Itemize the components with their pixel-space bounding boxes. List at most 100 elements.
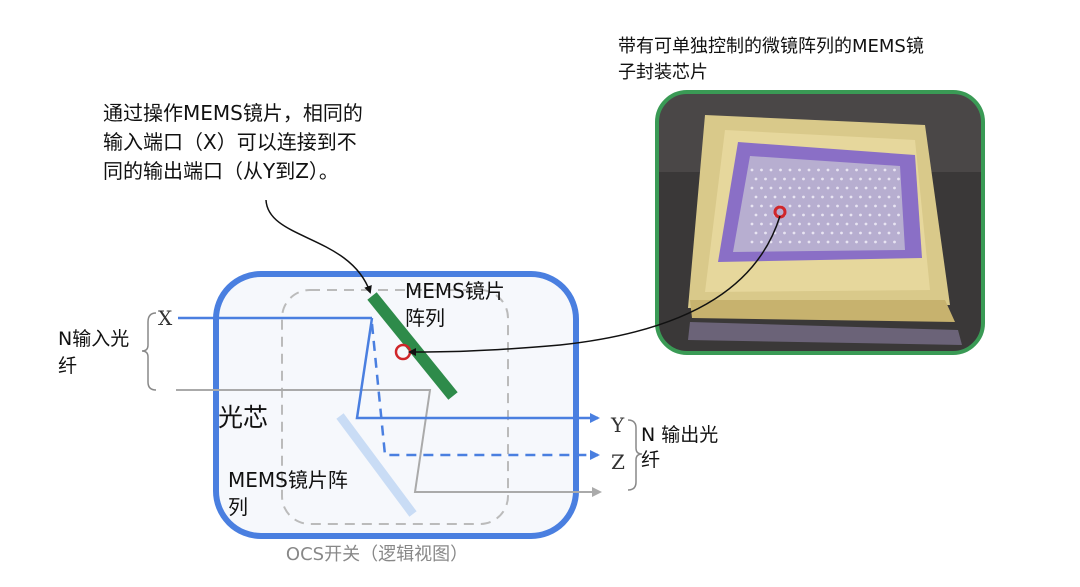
micro-mirror: [840, 177, 843, 181]
mems-top-label: MEMS镜片: [405, 279, 505, 303]
micro-mirror: [754, 213, 758, 217]
input-port-label: X: [158, 306, 173, 330]
micro-mirror: [769, 168, 773, 172]
micro-mirror: [859, 213, 862, 217]
micro-mirror: [779, 168, 782, 172]
micro-mirror: [779, 186, 782, 190]
micro-mirror: [874, 204, 877, 208]
output-brace: [627, 419, 643, 491]
ocs-frame: [213, 271, 579, 539]
micro-mirror: [874, 168, 877, 172]
micro-mirror: [826, 240, 830, 244]
annotation-line: 同的输出端口（从Y到Z）。: [103, 159, 339, 183]
micro-mirror: [826, 204, 830, 208]
annotation-line: 输入端口（X）可以连接到不: [103, 130, 357, 154]
micro-mirror: [830, 195, 834, 199]
micro-mirror: [893, 240, 896, 244]
micro-mirror: [859, 195, 862, 199]
output-fiber-label: N 输出光: [641, 424, 718, 446]
micro-mirror: [855, 240, 858, 244]
beam-to-z: [370, 323, 600, 460]
chip-connector: [408, 215, 781, 356]
micro-mirror: [807, 240, 811, 244]
micro-mirror: [845, 186, 849, 190]
micro-mirror: [883, 240, 887, 244]
micro-mirror: [769, 222, 773, 226]
micro-mirror: [878, 177, 881, 181]
micro-mirror: [750, 222, 754, 226]
micro-mirror: [788, 168, 792, 172]
micro-mirror: [887, 195, 891, 199]
annotation-connector: [265, 199, 372, 294]
micro-mirror: [849, 195, 853, 199]
chip-caption-line: 子封装芯片: [618, 62, 708, 83]
micro-mirror: [773, 177, 777, 181]
micro-mirror: [760, 168, 763, 172]
micro-mirror: [788, 186, 792, 190]
micro-mirror: [788, 240, 792, 244]
micro-mirror: [874, 240, 877, 244]
micro-mirror: [874, 186, 877, 190]
micro-mirror: [807, 222, 811, 226]
micro-mirror: [802, 213, 805, 217]
micro-mirror: [893, 168, 896, 172]
micro-mirror: [754, 231, 758, 235]
mems-mirror-bottom: [336, 413, 417, 517]
micro-mirror: [864, 168, 868, 172]
micro-mirror: [783, 195, 786, 199]
micro-mirror: [754, 195, 758, 199]
micro-mirror: [893, 222, 896, 226]
micro-mirror: [750, 240, 754, 244]
micro-mirror: [811, 177, 815, 181]
micro-mirror: [836, 222, 839, 226]
micro-mirror: [845, 240, 849, 244]
micro-mirror: [811, 213, 815, 217]
micro-mirror-grid: [750, 168, 900, 244]
micro-mirror: [798, 240, 801, 244]
micro-mirror: [897, 231, 900, 235]
micro-mirror: [764, 213, 767, 217]
input-fiber-label: N输入光: [58, 328, 129, 350]
beam-to-y: [355, 317, 600, 423]
micro-mirror: [798, 204, 801, 208]
micro-mirror: [821, 195, 824, 199]
micro-mirror: [807, 168, 811, 172]
micro-mirror: [798, 186, 801, 190]
micro-mirror: [868, 177, 872, 181]
ocs-caption: OCS开关（逻辑视图）: [286, 544, 468, 565]
inner-dashed-frame: [281, 289, 509, 525]
micro-mirror: [760, 240, 763, 244]
micro-mirror: [760, 204, 763, 208]
micro-mirror: [817, 240, 820, 244]
micro-mirror: [821, 213, 824, 217]
micro-mirror: [754, 177, 758, 181]
core-label: 光芯: [218, 403, 268, 432]
micro-mirror: [878, 213, 881, 217]
annotation-line: 通过操作MEMS镜片，相同的: [103, 101, 363, 125]
micro-mirror: [855, 204, 858, 208]
micro-mirror: [798, 168, 801, 172]
micro-mirror: [750, 168, 754, 172]
micro-mirror: [836, 204, 839, 208]
micro-mirror: [849, 213, 853, 217]
micro-mirror: [826, 168, 830, 172]
micro-mirror: [792, 213, 796, 217]
micro-mirror: [817, 186, 820, 190]
micro-mirror: [817, 222, 820, 226]
micro-mirror: [868, 195, 872, 199]
micro-mirror: [855, 168, 858, 172]
micro-mirror: [798, 222, 801, 226]
micro-mirror: [750, 204, 754, 208]
micro-mirror: [868, 231, 872, 235]
micro-mirror: [821, 231, 824, 235]
output-port-z: Z: [611, 450, 625, 474]
micro-mirror: [826, 222, 830, 226]
micro-mirror: [769, 204, 773, 208]
micro-mirror: [887, 231, 891, 235]
micro-mirror: [783, 231, 786, 235]
micro-mirror: [859, 177, 862, 181]
micro-mirror: [817, 204, 820, 208]
micro-mirror: [849, 231, 853, 235]
micro-mirror: [836, 186, 839, 190]
micro-mirror: [874, 222, 877, 226]
